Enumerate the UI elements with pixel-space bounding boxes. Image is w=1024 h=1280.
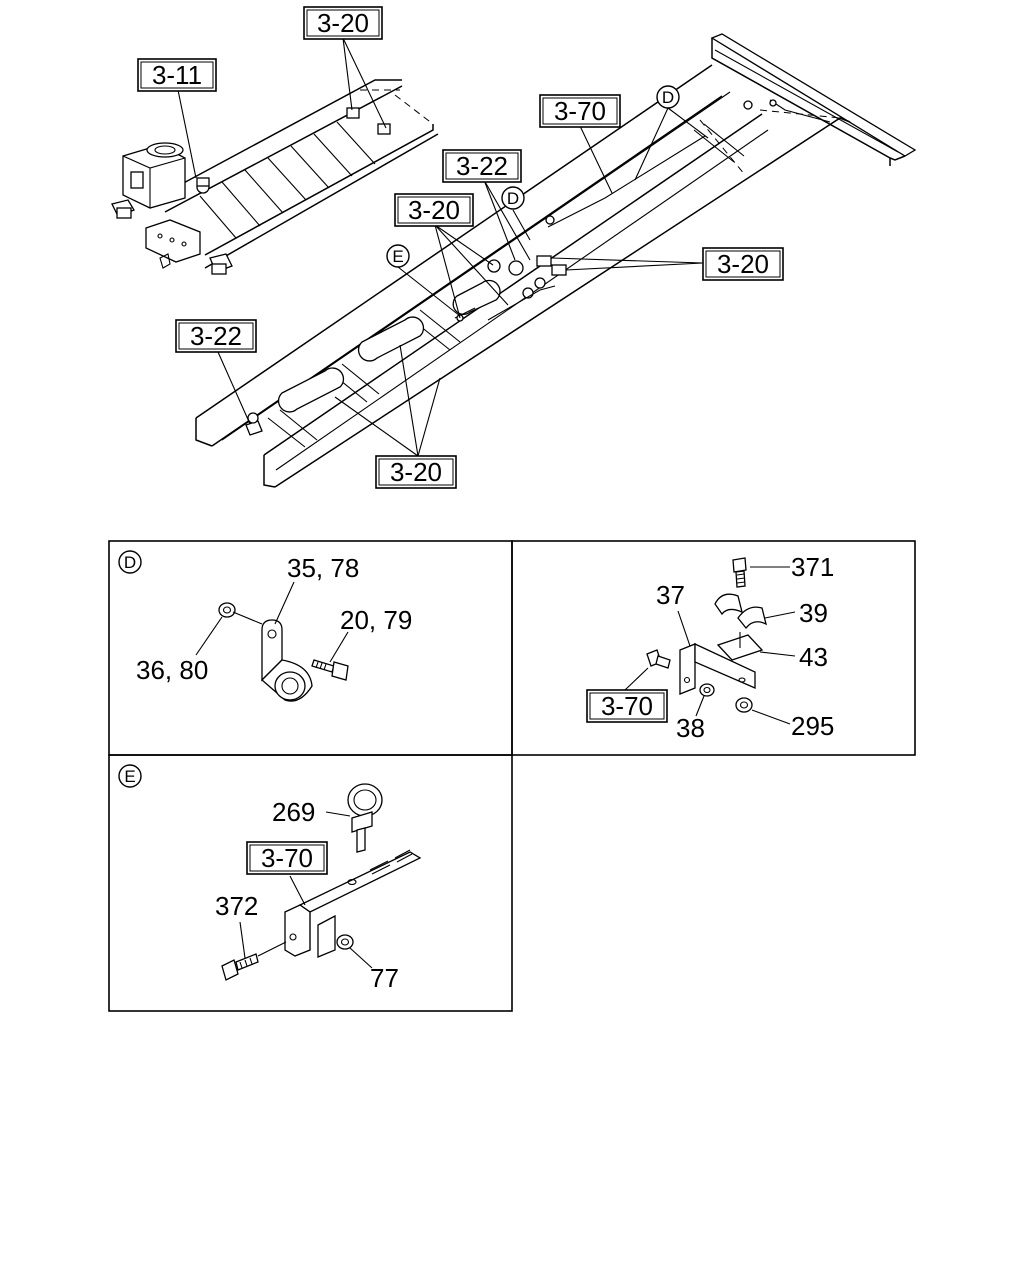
- detail-bracket-label-38: 38: [676, 713, 705, 743]
- svg-text:3-22: 3-22: [190, 321, 242, 351]
- detail-bracket-label-43: 43: [799, 642, 828, 672]
- svg-text:3-20: 3-20: [408, 195, 460, 225]
- detail-bracket-parts: [624, 557, 796, 725]
- svg-text:3-70: 3-70: [261, 843, 313, 873]
- detail-bracket-label-37: 37: [656, 580, 685, 610]
- detail-panel-bracket: [511, 540, 916, 756]
- detail-marker-d-top: D: [656, 85, 680, 109]
- overview-ref-3-22-mid: 3-22: [442, 149, 522, 183]
- detail-panel-e: [108, 754, 513, 1012]
- main-frame-section: [195, 33, 917, 488]
- detail-d-label-clip: 35, 78: [287, 553, 359, 583]
- svg-text:3-11: 3-11: [152, 60, 202, 90]
- front-frame-section: [111, 79, 439, 275]
- overview-ref-3-20-right: 3-20: [702, 247, 784, 281]
- callout-leader-lines: [177, 37, 709, 457]
- svg-text:D: D: [507, 189, 519, 208]
- overview-ref-3-20-top: 3-20: [303, 6, 383, 40]
- detail-marker-e-mid: E: [386, 244, 410, 268]
- svg-text:3-70: 3-70: [554, 96, 606, 126]
- detail-e-parts: [221, 783, 422, 981]
- detail-d-label-nut: 36, 80: [136, 655, 208, 685]
- detail-bracket-label-371: 371: [791, 552, 834, 582]
- svg-text:D: D: [124, 553, 136, 572]
- overview-ref-3-11: 3-11: [137, 58, 217, 92]
- detail-e-label-77: 77: [370, 963, 399, 993]
- svg-text:3-20: 3-20: [317, 8, 369, 38]
- svg-text:3-20: 3-20: [717, 249, 769, 279]
- svg-text:E: E: [392, 247, 403, 266]
- overview-ref-3-70: 3-70: [539, 94, 621, 128]
- detail-e-ref-3-70: 3-70: [246, 841, 328, 875]
- overview-ref-3-20-mid: 3-20: [394, 193, 474, 227]
- detail-bracket-label-39: 39: [799, 598, 828, 628]
- overview-ref-3-20-bottom: 3-20: [375, 455, 457, 489]
- svg-text:3-70: 3-70: [601, 691, 653, 721]
- svg-text:D: D: [662, 88, 674, 107]
- detail-d-marker: D: [118, 550, 142, 574]
- overview-ref-3-22-left: 3-22: [175, 319, 257, 353]
- detail-e-marker: E: [118, 764, 142, 788]
- detail-bracket-ref-3-70: 3-70: [586, 689, 668, 723]
- detail-d-parts: [195, 581, 349, 702]
- detail-e-label-269: 269: [272, 797, 315, 827]
- svg-text:3-20: 3-20: [390, 457, 442, 487]
- detail-e-label-372: 372: [215, 891, 258, 921]
- svg-text:E: E: [124, 767, 135, 786]
- svg-text:3-22: 3-22: [456, 151, 508, 181]
- detail-marker-d-mid: D: [501, 186, 525, 210]
- detail-bracket-label-295: 295: [791, 711, 834, 741]
- detail-d-label-bolt: 20, 79: [340, 605, 412, 635]
